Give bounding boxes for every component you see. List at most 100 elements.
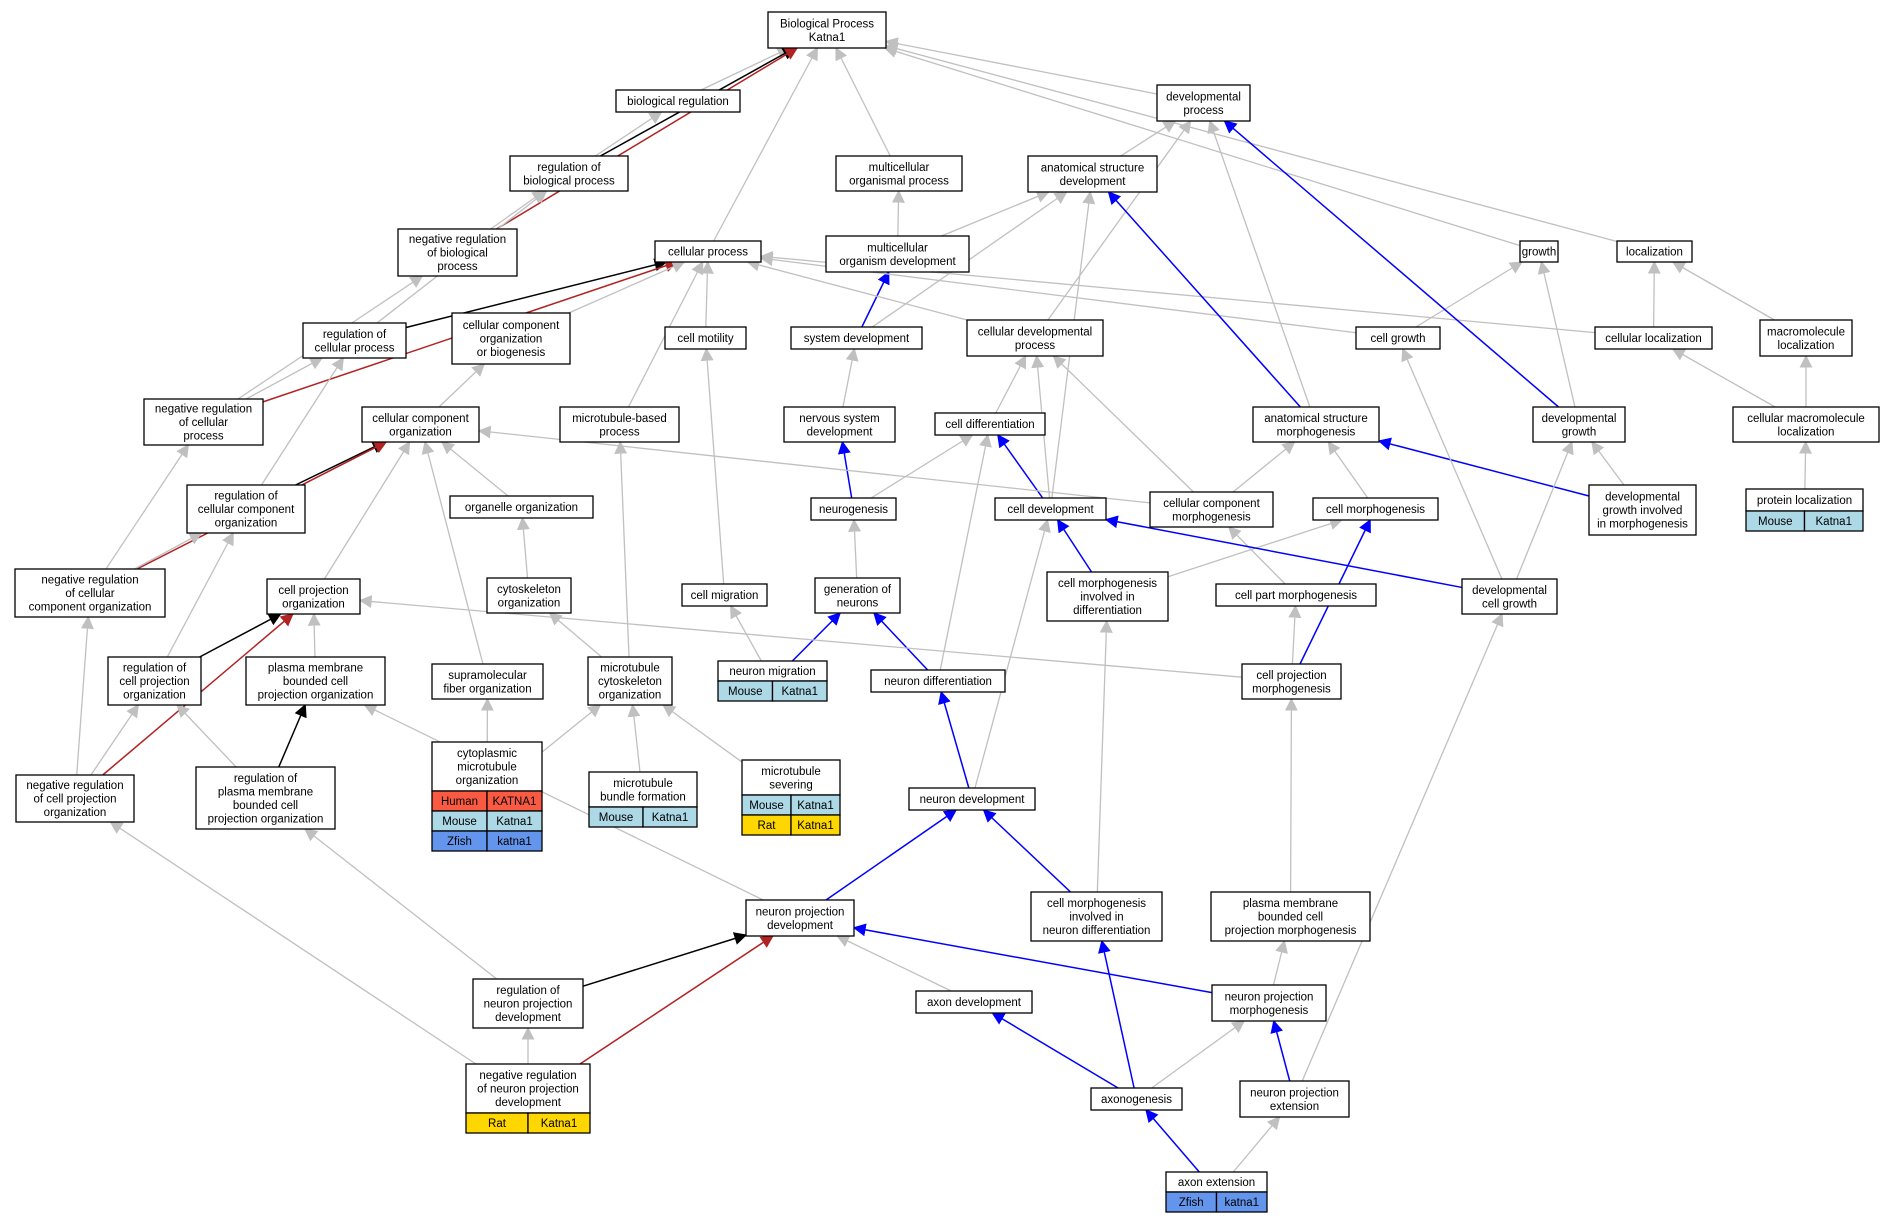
node-label-line: axonogenesis <box>1101 1094 1172 1106</box>
node-neurogen[interactable]: neurogenesis <box>810 497 897 521</box>
node-box <box>1215 583 1377 607</box>
node-label-line: process <box>1183 105 1224 117</box>
edge-regcp-to-cellproc <box>405 258 668 329</box>
node-label-line: process <box>1015 340 1056 352</box>
node-label-line: organization <box>282 598 345 610</box>
node-box <box>186 484 306 534</box>
node-localization[interactable]: localization <box>1616 240 1693 263</box>
edge-multiorg-to-bp <box>835 46 891 157</box>
edge-devproc-to-bp <box>884 37 1158 95</box>
edge-orgorg-to-cco <box>440 441 509 497</box>
node-label-line: organization <box>123 690 186 702</box>
edge-cytoorg-to-orgorg <box>516 516 530 579</box>
node-label-line: involved in <box>1069 912 1123 924</box>
node-cellgrowth[interactable]: cell growth <box>1355 326 1441 350</box>
gene-label: katna1 <box>497 836 532 848</box>
edge-cmind-to-cmid <box>1096 619 1113 893</box>
node-sysdev[interactable]: system development <box>790 326 923 350</box>
node-label-line: negative regulation <box>155 404 252 416</box>
node-label-line: involved in <box>1080 592 1134 604</box>
node-label-line: development <box>495 1012 562 1024</box>
node-cellproc[interactable]: cellular process <box>654 240 762 263</box>
edge-cmid-to-celldev <box>1056 518 1093 573</box>
node-growth[interactable]: growth <box>1519 240 1559 263</box>
node-label-line: organismal process <box>849 175 949 187</box>
node-label-line: organization <box>498 597 561 609</box>
edge-devgrowth-to-growth <box>1537 260 1576 408</box>
node-cpm[interactable]: cell part morphogenesis <box>1215 583 1377 607</box>
node-axondev[interactable]: axon development <box>915 990 1033 1014</box>
node-label-line: cell part morphogenesis <box>1235 590 1357 602</box>
node-cellmot[interactable]: cell motility <box>664 326 747 350</box>
edge-asd-to-devproc <box>1120 120 1177 157</box>
node-label-line: localization <box>1626 247 1683 259</box>
edge-negregcco-to-negregcp <box>105 443 189 570</box>
node-neurdev[interactable]: neuron development <box>908 787 1036 811</box>
node-celldev[interactable]: cell development <box>994 497 1107 521</box>
node-cellmorph[interactable]: cell morphogenesis <box>1312 497 1439 521</box>
node-label-line: extension <box>1270 1101 1319 1113</box>
node-cellloc[interactable]: cellular localization <box>1594 326 1713 350</box>
node-label-line: process <box>437 261 478 273</box>
node-bioreg[interactable]: biological regulation <box>615 89 741 113</box>
node-label-line: of cell projection <box>33 794 116 806</box>
node-orgorg[interactable]: organelle organization <box>449 495 594 519</box>
node-label-line: morphogenesis <box>1230 1005 1309 1017</box>
node-neurdiff[interactable]: neuron differentiation <box>870 669 1006 693</box>
node-axonogen[interactable]: axonogenesis <box>1090 1087 1183 1111</box>
node-celldiff[interactable]: cell differentiation <box>934 412 1046 436</box>
node-label-line: cytoskeleton <box>598 676 662 688</box>
node-cellmig[interactable]: cell migration <box>681 583 768 607</box>
node-box <box>1030 891 1163 942</box>
node-label-line: organization <box>599 690 662 702</box>
